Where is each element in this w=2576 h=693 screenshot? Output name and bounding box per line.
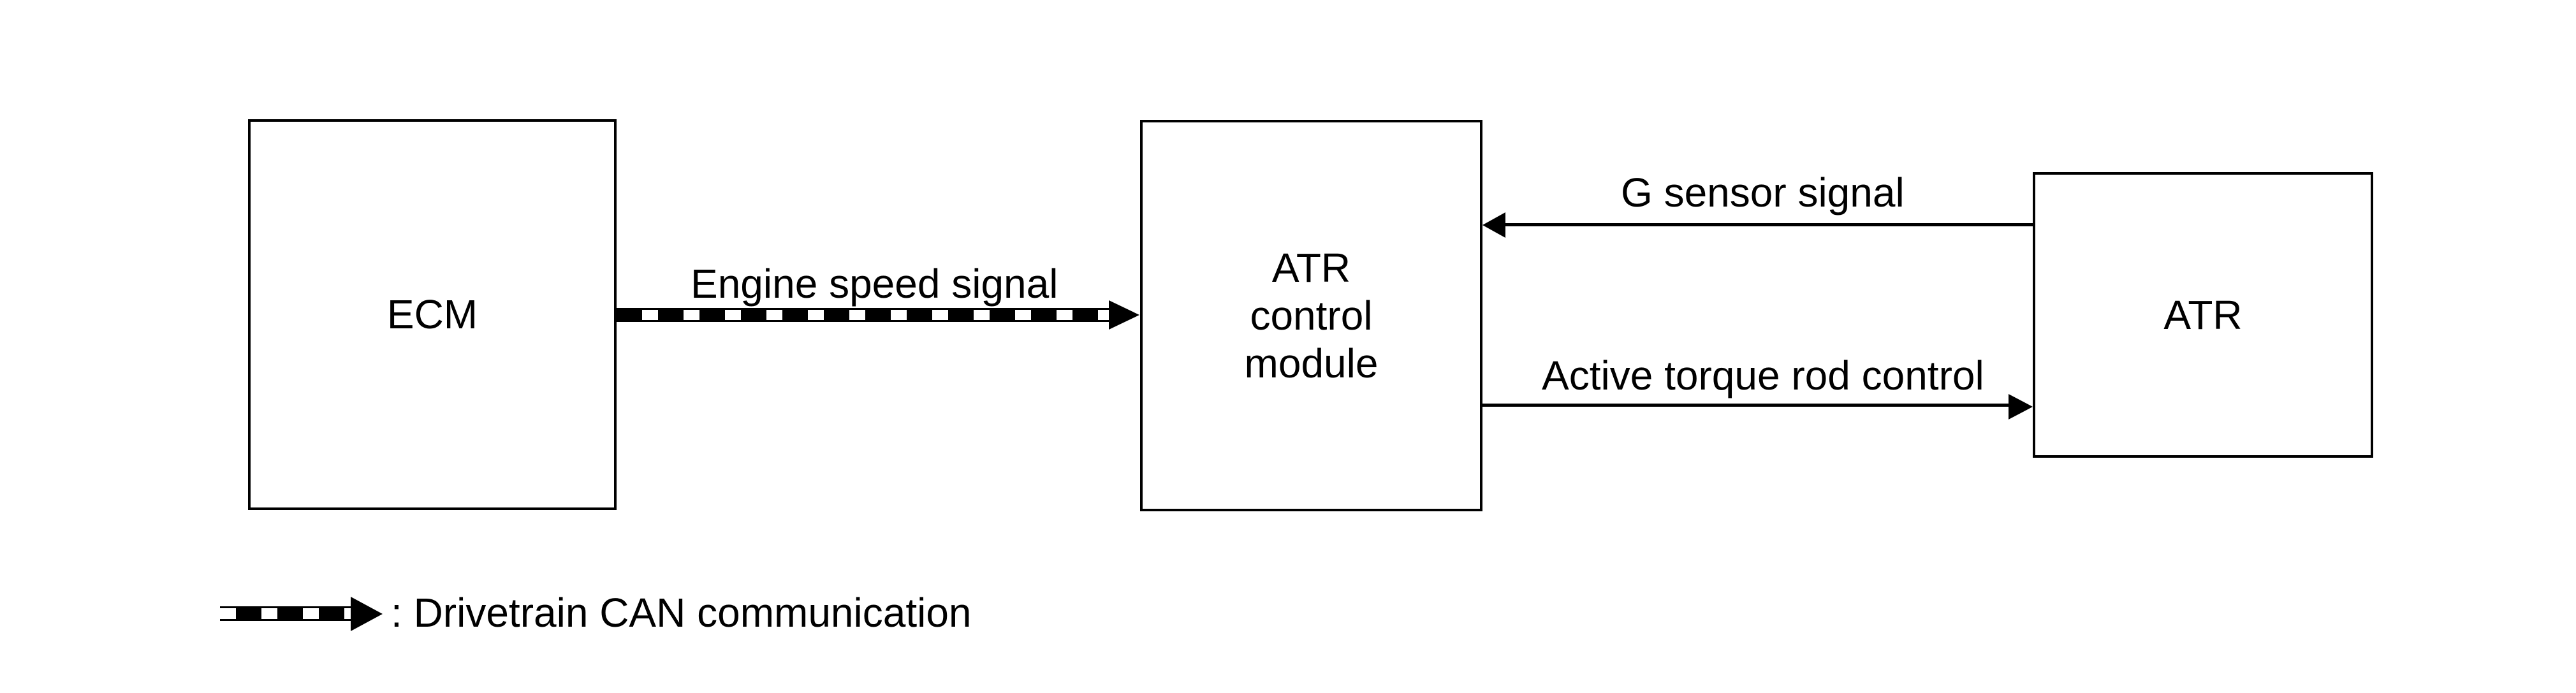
g-sensor-arrowhead-left-icon xyxy=(1482,212,1505,238)
atr-box-label: ATR xyxy=(2163,291,2243,338)
active-torque-rod-control-line xyxy=(1482,404,2010,407)
legend-drivetrain-can-text: : Drivetrain CAN communication xyxy=(391,590,972,636)
atr-control-module-box: ATR control module xyxy=(1140,120,1482,511)
atr-control-module-label-line1: ATR xyxy=(1271,244,1351,291)
engine-speed-can-arrow-shaft xyxy=(617,308,1110,322)
atr-control-module-box-label: ATR control module xyxy=(1245,244,1379,388)
g-sensor-signal-line xyxy=(1504,223,2033,226)
active-torque-arrowhead-right-icon xyxy=(2009,394,2033,419)
ecm-box-label: ECM xyxy=(386,291,478,337)
engine-speed-signal-label: Engine speed signal xyxy=(691,261,1058,307)
ecm-box: ECM xyxy=(248,119,617,510)
active-torque-rod-control-label: Active torque rod control xyxy=(1542,353,1984,398)
atr-control-module-label-line3: module xyxy=(1244,340,1379,386)
legend-can-arrowhead-right-icon xyxy=(351,597,383,631)
atr-control-module-label-line2: control xyxy=(1250,292,1373,339)
g-sensor-signal-label: G sensor signal xyxy=(1621,170,1905,215)
atr-box: ATR xyxy=(2033,172,2373,458)
legend-can-arrow-shaft xyxy=(220,606,352,621)
engine-speed-arrowhead-right-icon xyxy=(1109,300,1139,330)
